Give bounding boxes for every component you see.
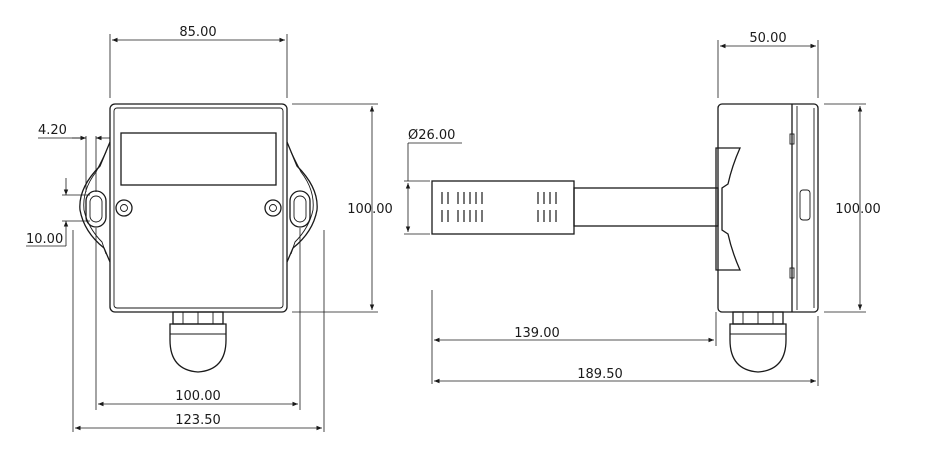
right-mounting-ear xyxy=(286,141,318,263)
front-view: 85.00 4.20 10.00 100.00 xyxy=(26,25,393,432)
dim-side-height xyxy=(824,103,866,313)
dim-label-mount-spacing: 100.00 xyxy=(175,389,221,404)
dim-label-front-width: 85.00 xyxy=(179,25,216,40)
side-housing xyxy=(717,103,819,313)
dim-probe-diameter xyxy=(404,142,462,235)
probe-stem xyxy=(573,187,719,227)
front-housing xyxy=(109,103,288,313)
dim-label-housing-depth: 50.00 xyxy=(749,31,786,46)
dim-mount-spacing xyxy=(95,228,301,410)
dim-overall-length xyxy=(434,316,819,386)
dim-probe-length xyxy=(431,290,717,384)
side-mounting-flange xyxy=(715,147,742,271)
probe-vents-right xyxy=(537,192,557,222)
dim-label-slot-offset: 4.20 xyxy=(38,123,67,138)
dim-label-probe-length: 139.00 xyxy=(514,326,560,341)
right-mount-slot xyxy=(289,190,311,228)
dim-label-overall-width: 123.50 xyxy=(175,413,221,428)
dim-label-side-height: 100.00 xyxy=(835,202,881,217)
dim-front-top-width xyxy=(109,34,288,98)
side-cable-gland xyxy=(729,311,787,373)
side-view: 50.00 Ø26.00 100.00 139.00 18 xyxy=(404,31,881,386)
dim-label-slot-width: 10.00 xyxy=(26,232,63,247)
dim-housing-depth xyxy=(717,40,819,98)
dim-front-overall-width xyxy=(72,230,325,432)
dim-label-probe-diameter: Ø26.00 xyxy=(408,128,455,143)
probe-head xyxy=(431,180,575,235)
probe-vents-left xyxy=(441,192,483,222)
front-cable-gland xyxy=(169,311,227,373)
dim-front-height xyxy=(292,103,378,313)
display-window xyxy=(120,132,277,186)
dim-slot-width xyxy=(26,178,90,247)
dim-label-overall-length: 189.50 xyxy=(577,367,623,382)
dim-label-front-height: 100.00 xyxy=(347,202,393,217)
dim-slot-offset xyxy=(38,135,110,192)
left-mounting-ear xyxy=(79,141,111,263)
